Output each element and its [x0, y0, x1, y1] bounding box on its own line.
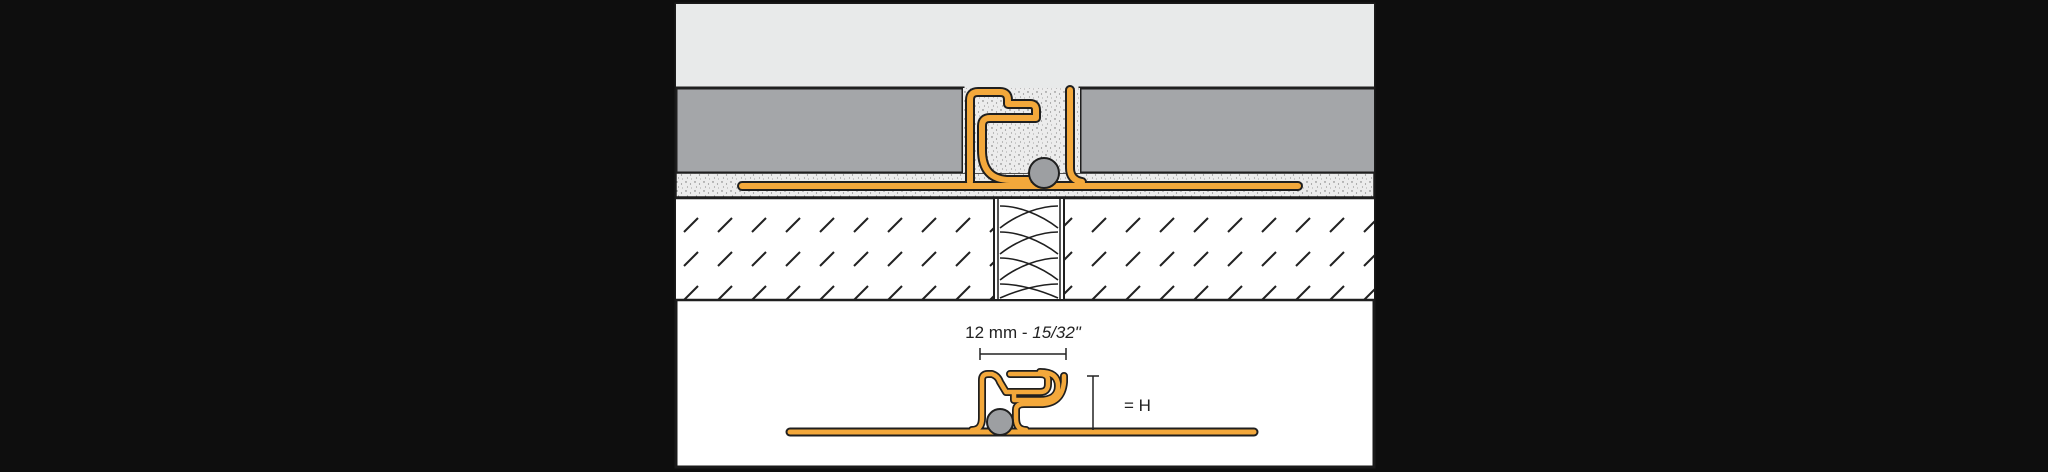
backer-rod-detail-icon [986, 408, 1014, 436]
screed-left [676, 198, 994, 300]
width-dimension [979, 348, 1067, 360]
tile-left [676, 86, 965, 175]
height-dimension [1087, 375, 1099, 430]
profile-detail-icon [785, 368, 1259, 437]
width-label: 12 mm - 15/32" [965, 323, 1082, 342]
insulation-strip-icon [993, 197, 1065, 301]
movement-joint-profile-icon [737, 85, 1303, 191]
tile-right [1078, 86, 1374, 175]
wall-area [676, 4, 1374, 88]
backer-rod-icon [1028, 157, 1060, 189]
screed-right [1064, 198, 1374, 300]
height-label: = H [1124, 396, 1151, 415]
